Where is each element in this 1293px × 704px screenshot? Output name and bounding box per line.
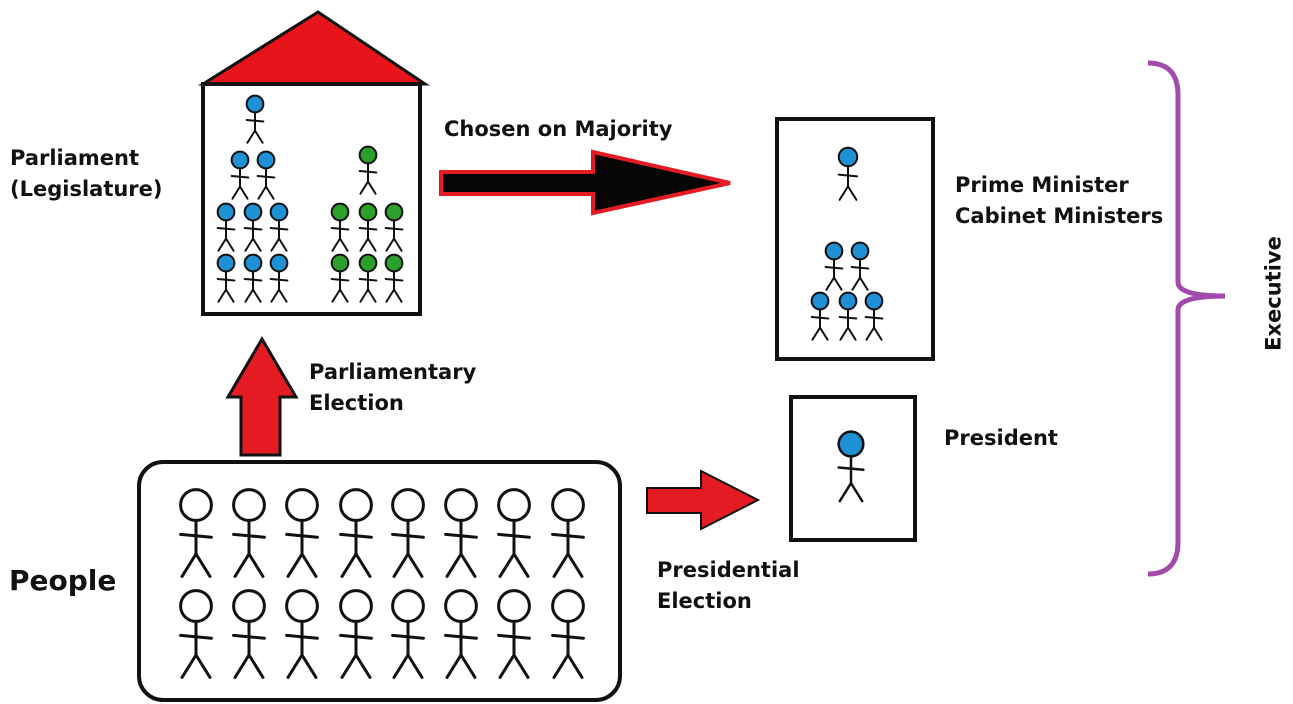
stick-figure-icon [179,589,213,679]
stick-figure-icon [497,589,531,679]
stick-figure-icon [384,202,404,252]
stick-figure-icon [391,589,425,679]
people-box [137,460,622,702]
prime-minister-label: Prime Minister Cabinet Ministers [955,173,1164,228]
stick-figure-icon [810,291,830,341]
people-figures [179,488,585,679]
stick-figure-icon [837,430,865,503]
parliament-house [197,10,430,316]
stick-figure-icon [285,589,319,679]
stick-figure-icon [339,488,373,578]
stick-figure-icon [245,94,265,144]
stick-figure-icon [232,589,266,679]
parliament-label: Parliament (Legislature) [10,146,163,201]
stick-figure-icon [243,253,263,303]
stick-figure-icon [269,253,289,303]
stick-figure-icon [824,241,844,291]
parliament-box [201,82,422,316]
stick-figure-icon [551,589,585,679]
stick-figure-icon [444,589,478,679]
stick-figure-icon [243,202,263,252]
stick-figure-icon [330,253,350,303]
chosen-on-majority-label: Chosen on Majority [444,117,673,141]
stick-figure-icon [358,253,378,303]
stick-figure-icon [179,488,213,578]
parliament-members [216,94,404,303]
president-figure [837,430,865,503]
stick-figure-icon [850,241,870,291]
stick-figure-icon [838,291,858,341]
presidential-election-arrow [646,469,761,531]
stick-figure-icon [358,145,378,195]
stick-figure-icon [391,488,425,578]
people-label: People [9,564,117,597]
stick-figure-icon [864,291,884,341]
curly-brace-icon [1147,60,1226,577]
stick-figure-icon [330,202,350,252]
council-members [810,146,884,341]
stick-figure-icon [444,488,478,578]
parliamentary-election-label: Parliamentary Election [309,360,477,415]
stick-figure-icon [497,488,531,578]
stick-figure-icon [230,150,250,200]
chosen-on-majority-arrow [439,149,731,216]
stick-figure-icon [339,589,373,679]
stick-figure-icon [551,488,585,578]
stick-figure-icon [358,202,378,252]
parliamentary-election-arrow [225,336,299,457]
stick-figure-icon [216,202,236,252]
stick-figure-icon [837,146,859,201]
stick-figure-icon [232,488,266,578]
stick-figure-icon [216,253,236,303]
stick-figure-icon [285,488,319,578]
executive-label: Executive [1261,236,1286,351]
presidential-election-label: Presidential Election [657,558,800,613]
house-roof-icon [197,10,430,86]
president-label: President [944,426,1058,450]
stick-figure-icon [269,202,289,252]
stick-figure-icon [384,253,404,303]
stick-figure-icon [256,150,276,200]
